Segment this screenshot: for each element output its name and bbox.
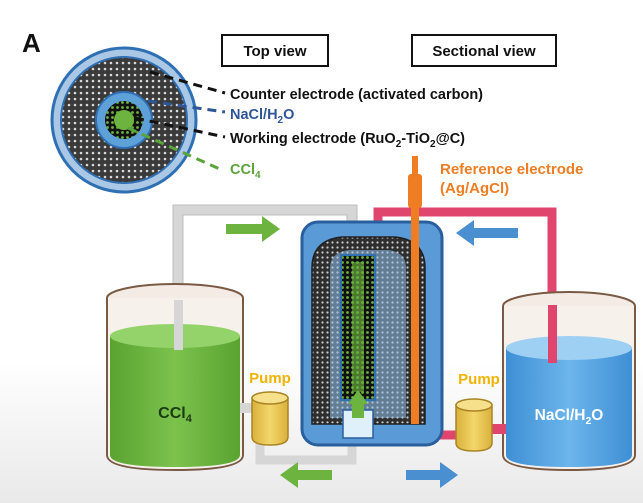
right-beaker-label: NaCl/H2O [535,407,604,427]
flow-arrow-bottom-blue [406,462,458,488]
right-pump-connector [488,424,506,434]
right-pump-label: Pump [458,371,500,388]
top-view-label: Top view [243,43,306,60]
left-pump [251,391,289,446]
reference-electrode [408,156,422,424]
right-beaker [502,291,636,472]
electrochemical-cell [300,220,444,447]
panel-letter: A [22,28,41,58]
left-beaker [106,283,244,472]
sectional-view-label: Sectional view [432,43,536,60]
right-pump [455,398,493,452]
electrolyte-leader [147,99,226,114]
top-view-box [221,34,329,67]
electrolyte-label: NaCl/H2O [230,107,294,126]
reference-electrode-sublabel: (Ag/AgCl) [440,180,509,197]
sectional-view-box [411,34,557,67]
left-pump-label: Pump [249,370,291,387]
counter-electrode-label: Counter electrode (activated carbon) [230,87,483,103]
top-view-disk [50,46,198,194]
flow-arrow-top-blue [456,220,518,246]
working-electrode-label: Working electrode (RuO2-TiO2@C) [230,131,465,150]
reference-electrode-label: Reference electrode [440,161,583,178]
flow-arrow-bottom-green [280,462,332,488]
counter-leader [149,70,226,95]
working-leader [134,116,226,139]
flow-arrow-top-green [226,216,280,242]
ccl4-leader [127,126,223,172]
left-beaker-label: CCl4 [158,405,193,425]
ccl4-label: CCl4 [230,162,261,181]
left-pump-connector [240,403,254,413]
